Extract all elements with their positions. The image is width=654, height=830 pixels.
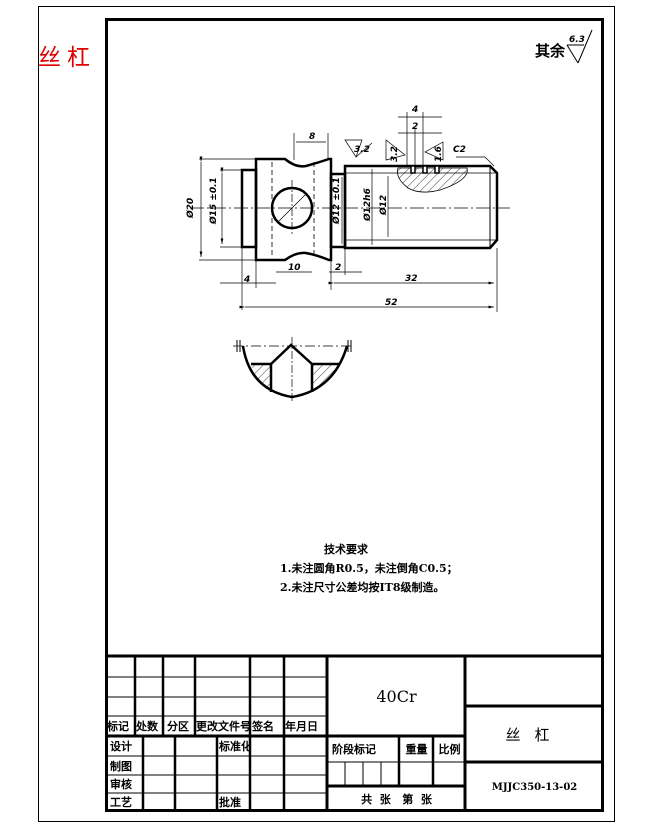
- roughness-value: 6.3: [569, 35, 585, 45]
- material-field: 40Cr: [376, 687, 417, 706]
- tech-req-line-1: 1.未注圆角R0.5，未注倒角C0.5；: [280, 562, 458, 575]
- dim-width-top: 8: [309, 132, 315, 142]
- rev-header-zone: 分区: [167, 720, 189, 733]
- drawing-number: MJJC350-13-02: [491, 781, 578, 793]
- dim-chamfer: C2: [453, 145, 466, 155]
- drawing-frame: [105, 18, 604, 812]
- dim-width-bottom: 10: [288, 263, 301, 273]
- dim-groove-diameter: Ø12 ±0.1: [331, 177, 342, 225]
- sheet-count: 共 张 第 张: [361, 792, 432, 806]
- dim-groove-length: 2: [335, 263, 341, 273]
- roughness-3-2: 3.2: [354, 145, 370, 155]
- rev-header-date: 年月日: [285, 720, 318, 733]
- dim-thread-length: 32: [405, 274, 418, 284]
- dim-shoulder-diameter: Ø15 ±0.1: [208, 177, 219, 225]
- section-view: [233, 337, 354, 402]
- dim-total-length: 52: [385, 298, 398, 308]
- rev-header-mark: 标记: [107, 720, 129, 733]
- role-process: 工艺: [110, 796, 132, 809]
- role-review: 审核: [110, 778, 132, 791]
- stage-mark-label: 阶段标记: [332, 743, 376, 756]
- dim-outer-diameter: Ø20: [185, 198, 196, 219]
- role-design: 设计: [110, 740, 132, 753]
- general-roughness-label: 其余: [535, 42, 566, 60]
- dim-thread-major: Ø12h6: [362, 188, 373, 222]
- roughness-1-6: 1.6: [434, 146, 444, 162]
- rev-header-doc-no: 更改文件号: [196, 720, 250, 733]
- tech-req-line-2: 2.未注尺寸公差均按IT8级制造。: [280, 581, 445, 594]
- dim-pitch-outer: 4: [411, 105, 418, 115]
- title-block-grid: [106, 654, 603, 811]
- approval-label: 批准: [219, 796, 241, 809]
- rev-header-count: 处数: [136, 720, 158, 733]
- roughness-symbol-icon: [566, 29, 593, 64]
- weight-label: 重量: [405, 743, 428, 756]
- side-title: 丝杠: [38, 45, 96, 71]
- rev-header-signature: 签名: [252, 720, 274, 733]
- standardization-label: 标准化: [219, 740, 250, 753]
- roughness-3-2-b: 3.2: [390, 146, 400, 162]
- outer-border: [38, 6, 615, 822]
- dim-pitch-inner: 2: [412, 122, 418, 132]
- dim-thread-minor: Ø12: [378, 195, 389, 216]
- dim-left-length: 4: [243, 275, 250, 285]
- scale-label: 比例: [438, 743, 461, 756]
- tech-req-title: 技术要求: [324, 543, 368, 556]
- role-drafting: 制图: [110, 759, 132, 773]
- technical-requirements: 技术要求 1.未注圆角R0.5，未注倒角C0.5； 2.未注尺寸公差均按IT8级…: [280, 540, 458, 597]
- part-name: 丝杠: [505, 726, 564, 744]
